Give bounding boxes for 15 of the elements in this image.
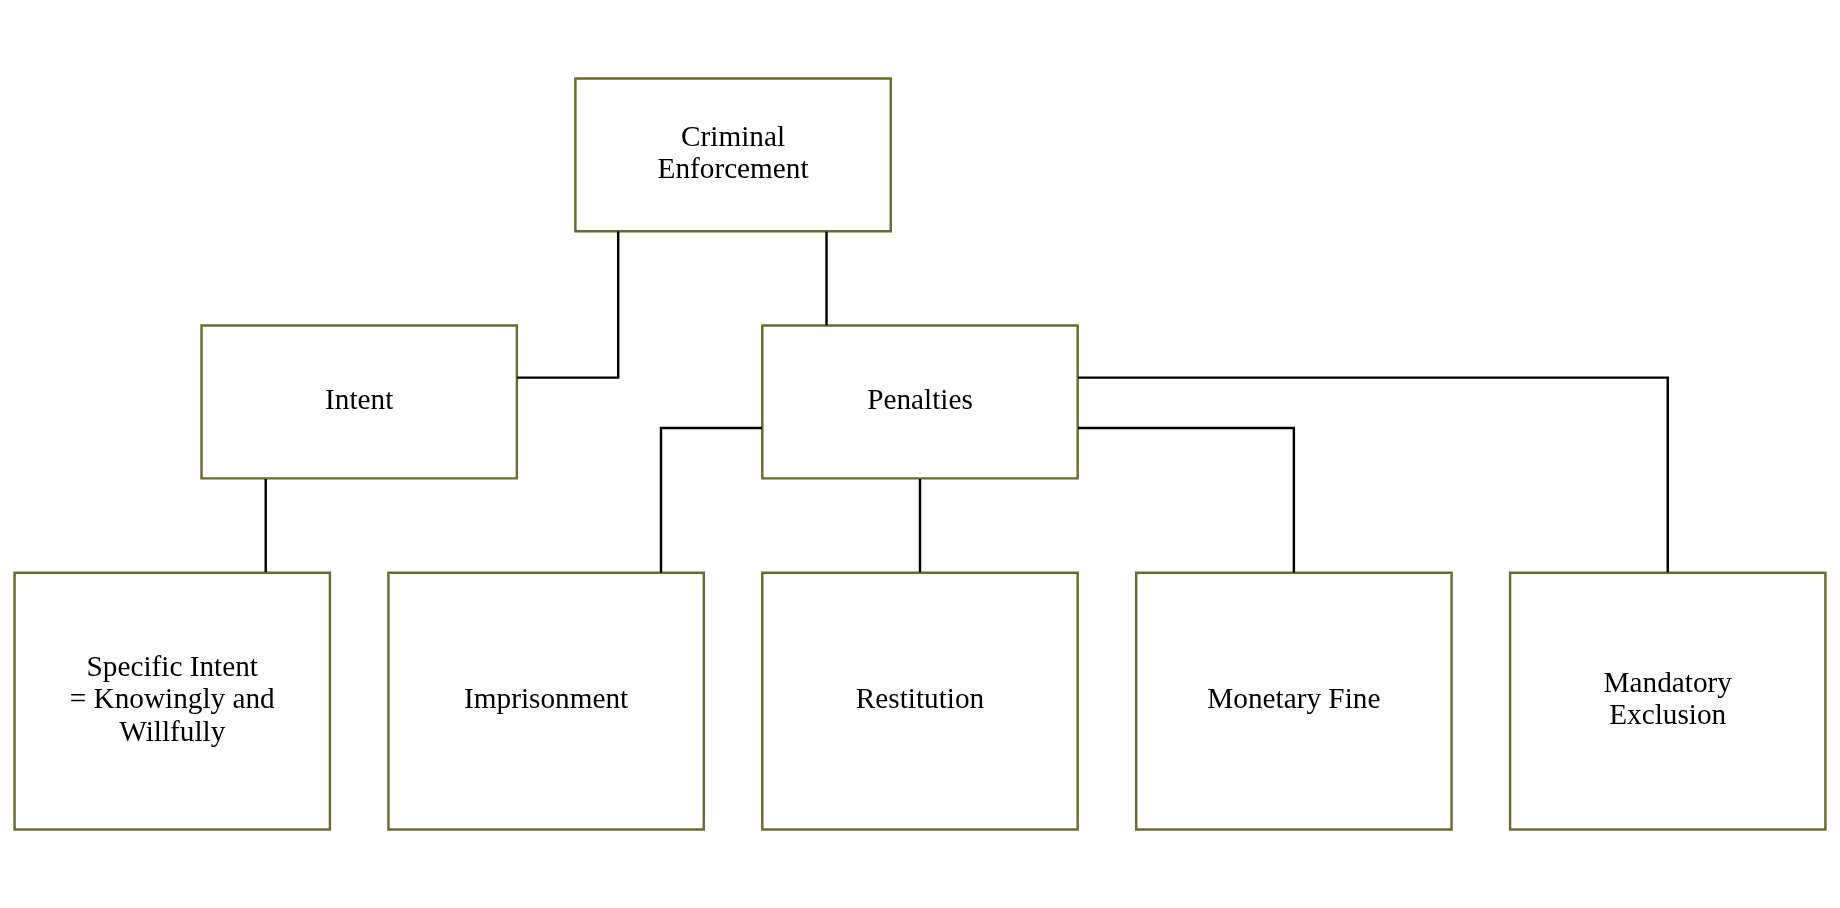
connector bbox=[264, 479, 267, 573]
node-box: Restitution bbox=[761, 571, 1079, 831]
connector bbox=[825, 231, 828, 326]
node-box: Imprisonment bbox=[387, 571, 705, 831]
node-box: Specific Intent = Knowingly and Willfully bbox=[13, 571, 332, 831]
connector bbox=[1078, 426, 1296, 573]
node-box: Penalties bbox=[761, 324, 1079, 480]
node-box: Mandatory Exclusion bbox=[1508, 571, 1827, 831]
node-box: Monetary Fine bbox=[1135, 571, 1453, 831]
node-box: Criminal Enforcement bbox=[574, 77, 892, 233]
connector bbox=[918, 479, 922, 573]
connector bbox=[517, 231, 620, 379]
connector bbox=[659, 426, 762, 573]
connector bbox=[1078, 376, 1669, 573]
node-box: Intent bbox=[200, 324, 519, 480]
